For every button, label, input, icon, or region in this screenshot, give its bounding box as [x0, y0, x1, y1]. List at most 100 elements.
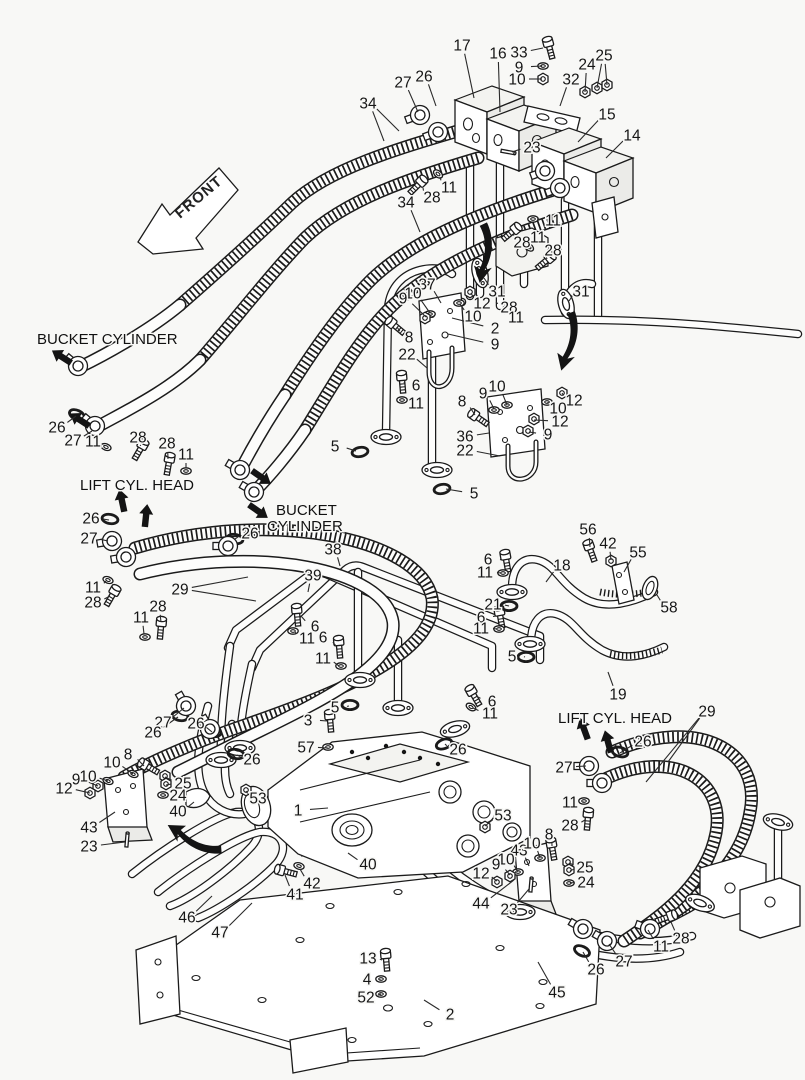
washer-hole: [183, 469, 189, 473]
callout-10: 10: [549, 401, 567, 418]
leader-line: [545, 571, 555, 583]
callout-leader-lines: [67, 47, 701, 1011]
washer-hole: [378, 992, 384, 996]
coupler-bore: [554, 182, 566, 194]
leader-line: [604, 63, 608, 86]
callout-52: 52: [357, 990, 374, 1007]
leader-line: [165, 783, 172, 786]
callout-5: 5: [470, 486, 479, 503]
leader-line: [459, 303, 465, 311]
callout-42: 42: [303, 876, 320, 893]
bolt-head-face: [111, 583, 122, 592]
pin-part: [528, 876, 534, 893]
callout-8: 8: [458, 394, 467, 411]
washer-outline: [453, 299, 465, 307]
washer-part: [527, 215, 539, 223]
leader-line: [577, 119, 599, 143]
component-label: BUCKET: [276, 502, 337, 519]
washer-part: [523, 242, 535, 252]
leader-line: [502, 393, 508, 406]
leader-line: [530, 47, 544, 52]
callout-8: 8: [405, 330, 414, 347]
nut-part: [240, 783, 252, 797]
coupler-bore: [234, 464, 246, 476]
callout-9: 9: [544, 427, 553, 444]
coupler-bore: [120, 551, 132, 563]
coupler-part: [421, 121, 449, 143]
callout-28: 28: [423, 190, 440, 207]
leader-line: [103, 580, 107, 584]
washer-outline: [541, 398, 553, 406]
callout-26: 26: [187, 716, 204, 733]
washer-hole: [544, 400, 550, 404]
leader-line: [191, 589, 257, 602]
nut-hole: [482, 824, 488, 830]
callout-31: 31: [488, 284, 505, 301]
callout-45: 45: [548, 985, 565, 1002]
coupler-part: [543, 177, 571, 199]
washer-part: [100, 442, 112, 452]
strap-plate-55: [611, 561, 635, 605]
pin-body: [124, 832, 130, 848]
leader-line: [300, 615, 306, 622]
nut-hex: [240, 783, 252, 797]
washer-part: [541, 398, 553, 406]
bolt-head-face: [384, 315, 394, 326]
nut-hole: [559, 390, 565, 396]
nut-hole: [494, 879, 500, 885]
callout-34: 34: [397, 195, 415, 212]
callout-28: 28: [513, 235, 530, 252]
leader-line: [100, 538, 109, 542]
leader-line: [188, 801, 195, 808]
washer-outline: [523, 242, 535, 252]
leader-line: [491, 876, 498, 882]
flange-foot: [344, 671, 376, 689]
flange-bolt-hole: [373, 434, 378, 440]
callout-58: 58: [660, 600, 677, 617]
bolt-threads: [504, 561, 511, 570]
bolt-head-face: [323, 708, 336, 716]
leader-line: [608, 943, 617, 955]
bolt-head-face: [467, 407, 476, 418]
pin-part: [124, 831, 130, 848]
leader-line: [100, 841, 126, 846]
leader-line: [502, 311, 506, 315]
washer-outline: [100, 442, 112, 452]
flange-bore: [429, 466, 445, 474]
bolt-head-face: [464, 683, 475, 692]
flange-bolt-hole: [442, 729, 448, 734]
leader-line: [234, 535, 240, 540]
callout-26: 26: [415, 69, 432, 86]
bolt-head-face: [670, 909, 679, 921]
callout-24: 24: [169, 788, 187, 805]
bolt-head-face: [547, 250, 557, 261]
callout-25: 25: [174, 776, 191, 793]
nut-hex: [528, 412, 540, 426]
base-plate-2: [135, 875, 601, 1074]
leader-line: [407, 89, 419, 113]
washer-hole: [296, 864, 302, 868]
bolt-part: [273, 863, 299, 878]
callout-11: 11: [299, 631, 315, 648]
coupler-bore: [72, 360, 84, 372]
nut-hole: [531, 416, 537, 422]
leader-line: [137, 759, 145, 767]
leader-line: [83, 430, 93, 437]
callout-12: 12: [473, 296, 490, 313]
bolt-threads: [383, 961, 390, 969]
callout-26: 26: [48, 420, 65, 437]
callout-41: 41: [286, 887, 303, 904]
leader-line: [396, 326, 401, 332]
nut-part: [522, 424, 534, 438]
nut-hex: [419, 311, 431, 325]
bolt-threads: [537, 260, 547, 269]
callout-46: 46: [178, 910, 195, 927]
leader-line: [569, 868, 574, 872]
leader-line: [568, 862, 574, 866]
coupler-bore: [414, 109, 426, 121]
leader-line: [372, 111, 385, 142]
bolt-threads: [588, 551, 597, 560]
callout-6: 6: [484, 552, 493, 569]
